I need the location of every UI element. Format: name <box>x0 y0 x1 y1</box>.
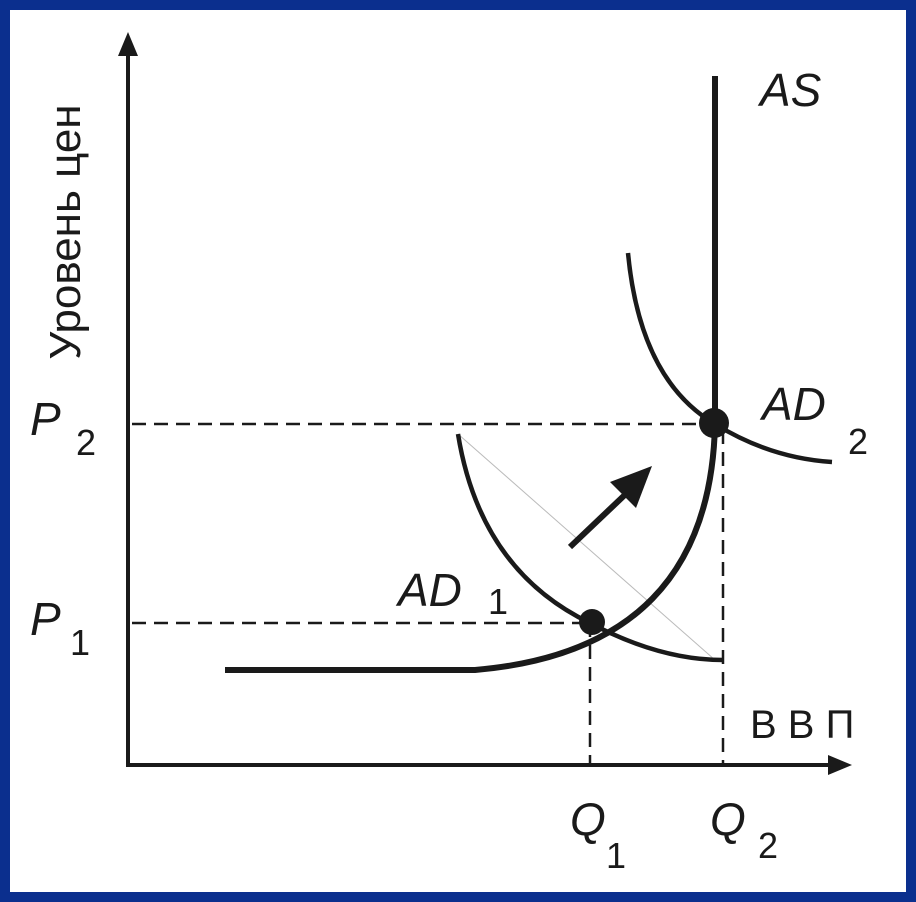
diagram-frame: Уровень цен В В П AS AD 2 AD 1 P 2 P 1 Q… <box>10 10 906 892</box>
as-curve <box>225 76 718 673</box>
x-axis-label: В В П <box>750 703 854 747</box>
q1-label: Q <box>570 793 606 845</box>
as-label: AS <box>757 64 822 116</box>
shift-arrow-shaft <box>567 487 633 550</box>
q1-subscript: 1 <box>606 835 626 876</box>
shift-arrow-head <box>610 466 652 508</box>
ad2-label: AD <box>759 378 826 430</box>
equilibrium-point-2 <box>699 408 729 438</box>
p1-subscript: 1 <box>70 622 90 663</box>
p2-label: P <box>30 393 61 445</box>
ad1-label: AD <box>395 564 462 616</box>
y-axis-label: Уровень цен <box>41 104 90 359</box>
ad-as-diagram: Уровень цен В В П AS AD 2 AD 1 P 2 P 1 Q… <box>30 32 868 876</box>
p2-subscript: 2 <box>76 422 96 463</box>
q2-label: Q <box>710 793 746 845</box>
equilibrium-point-1 <box>579 609 605 635</box>
x-axis-arrow <box>828 755 852 775</box>
y-axis-arrow <box>118 32 138 56</box>
ad1-subscript: 1 <box>488 581 508 622</box>
p1-label: P <box>30 593 61 645</box>
ad2-curve <box>625 252 833 465</box>
q2-subscript: 2 <box>758 825 778 866</box>
thin-diagonal <box>457 433 716 661</box>
ad2-subscript: 2 <box>848 421 868 462</box>
ad1-curve <box>455 433 724 663</box>
